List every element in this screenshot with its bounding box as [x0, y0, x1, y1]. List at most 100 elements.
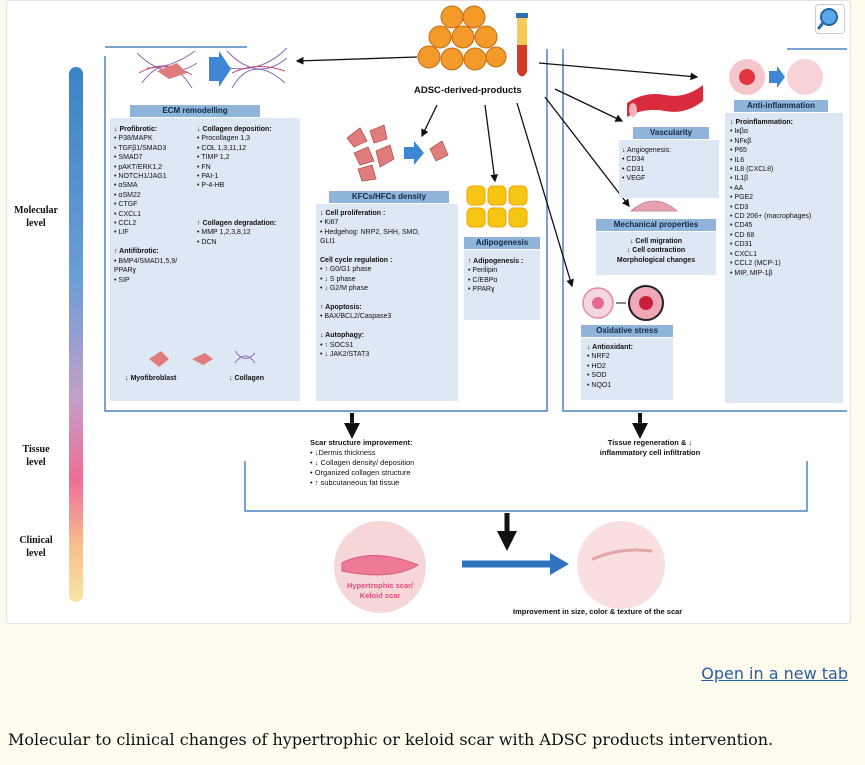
list-item: • PAI-1 — [197, 173, 219, 181]
list-item: • SOD — [587, 372, 607, 380]
cells-icon — [346, 124, 449, 182]
list-item: • CD31 — [622, 165, 645, 173]
zoom-button[interactable] — [815, 4, 845, 34]
list-item — [197, 210, 276, 219]
connector-arrows — [104, 46, 847, 575]
list-item: • αSMA — [114, 182, 138, 190]
list-item: • NQO1 — [587, 381, 612, 389]
list-item: • ↓ S phase — [320, 275, 356, 283]
list-item: • Ki67 — [320, 219, 339, 227]
oxi-list: ↓ Antioxidant:• NRF2• HO2• SOD• NQO1 — [587, 343, 633, 390]
ecm-header: ECM remodelling — [130, 105, 260, 117]
vasc-box — [619, 140, 719, 198]
list-item: • NRF2 — [587, 353, 610, 361]
list-item: • PPARɣ — [468, 286, 495, 294]
list-item: GLI1 — [320, 238, 336, 246]
list-item: • CD45 — [730, 222, 753, 230]
list-item: Cell cycle regulation : — [320, 257, 393, 265]
list-item: Tissue regeneration & ↓ — [607, 438, 693, 447]
improvement-label: Improvement in size, color & texture of … — [513, 607, 683, 616]
list-item: • LIF — [114, 229, 129, 237]
list-item: • C/EBPα — [468, 276, 498, 284]
kfc-box — [316, 204, 458, 401]
list-item: • CXCL1 — [114, 210, 141, 218]
list-item: • BAX/BCL2/Caspase3 — [320, 313, 392, 321]
list-item — [114, 238, 177, 247]
myofibroblast-icon — [149, 350, 256, 367]
vessel-icon — [627, 85, 703, 117]
list-item: • COL 1,3,11,12 — [197, 144, 247, 152]
list-item: • BMP4/SMAD1,5,9/ — [114, 257, 178, 265]
list-item: inflammatory cell infiltration — [599, 448, 701, 457]
hypertrophic-scar-label: Hypertrophic scar/Keloid scar — [337, 581, 423, 601]
list-item: • MIP, MIP-1β — [730, 269, 773, 277]
list-item: • SIP — [114, 276, 130, 284]
adipo-box — [464, 250, 540, 320]
mech-box — [596, 232, 716, 275]
vasc-list: ↓ Angiogenesis: • CD34• CD31 • VEGF — [622, 146, 671, 184]
list-item: • MMP 1,2,3,8,12 — [197, 229, 251, 237]
healed-skin-icon — [577, 521, 665, 609]
list-item: • NOTCH1/JAG1 — [114, 173, 167, 181]
zoom-icon — [817, 8, 838, 30]
anti-header: Anti-inflammation — [734, 100, 828, 112]
list-item: ↓ Cell migration — [629, 238, 683, 245]
adipocytes-icon — [466, 185, 528, 228]
adsc-cells-icon — [417, 5, 507, 71]
list-item: • Hedgehog: NRP2, SHH, SMO, — [320, 228, 420, 236]
list-item: • pAKT/ERK1,2 — [114, 163, 162, 171]
list-item: • IL8 (CXCL8) — [730, 166, 774, 174]
list-item: • ↓ G2/M phase — [320, 285, 368, 293]
list-item: • ↓ JAK2/STAT3 — [320, 351, 370, 359]
oxi-header: Oxidative stress — [581, 325, 673, 337]
cell-droplet-icon — [629, 200, 679, 212]
collagen-label: ↓ Collagen — [229, 375, 265, 382]
list-item: PPARɣ — [114, 267, 137, 275]
list-item: ↑ Adipogenesis : — [468, 258, 524, 265]
open-in-new-tab-link[interactable]: Open in a new tab — [701, 664, 848, 683]
inflammation-cell-icon — [729, 59, 823, 95]
list-item: • NFκβ — [730, 137, 752, 145]
list-item: • CXCL1 — [730, 250, 757, 258]
adipo-list: ↑ Adipogenesis :• Perilipin• C/EBPα• PPA… — [468, 257, 523, 295]
list-item: • AA — [730, 184, 744, 192]
list-item: ↓ Antioxidant: — [587, 344, 634, 351]
list-item: Keloid scar — [359, 591, 401, 600]
oxidative-cell-icon — [582, 285, 664, 321]
list-item: • TGFβ1/SMAD3 — [114, 144, 167, 152]
list-item: • ↓Dermis thickness — [310, 448, 376, 457]
list-item: • CD34 — [622, 156, 645, 164]
list-item: • IL6 — [730, 156, 745, 164]
list-item: ↓ Cell proliferation : — [320, 210, 386, 217]
scar-structure-improvement: Scar structure improvement:• ↓Dermis thi… — [310, 438, 414, 488]
list-item — [197, 191, 276, 200]
list-item: • DCN — [197, 238, 217, 246]
anti-list: ↓ Proinflammation:• Ικβα• NFκβ• P65• IL6… — [730, 118, 811, 278]
list-item: • IL1β — [730, 175, 749, 183]
list-item: • ↑ SOCS1 — [320, 341, 354, 349]
list-item: • Organized collagen structure — [310, 468, 411, 477]
list-item: ↓ Profibrotic: — [114, 126, 158, 133]
vasc-header: Vascularity — [633, 127, 709, 139]
list-item: • CCL2 (MCP-1) — [730, 260, 781, 268]
list-item: • CCL2 — [114, 220, 137, 228]
list-item: • PGE2 — [730, 194, 754, 202]
list-item — [320, 247, 420, 256]
list-item: ↓ Collagen deposition: — [197, 126, 272, 133]
list-item: ↓ Proinflammation: — [730, 119, 794, 126]
list-item: • CD 206+ (macrophages) — [730, 213, 812, 221]
list-item: • VEGF — [622, 175, 646, 183]
list-item: • ↑ subcutaneous fat tissue — [310, 478, 400, 487]
list-item: Scar structure improvement: — [310, 438, 413, 447]
list-item: ↑ Collagen degradation: — [197, 220, 277, 228]
ecm-column-2: ↓ Collagen deposition:• Procollagen 1,3•… — [197, 125, 276, 247]
list-item: ↓ Autophagy: — [320, 332, 365, 340]
list-item: • P38/MAPK — [114, 135, 153, 143]
list-item: ↓ Angiogenesis: — [622, 147, 672, 154]
list-item: • SMAD7 — [114, 154, 143, 162]
adsc-title: ADSC-derived-products — [414, 85, 522, 96]
